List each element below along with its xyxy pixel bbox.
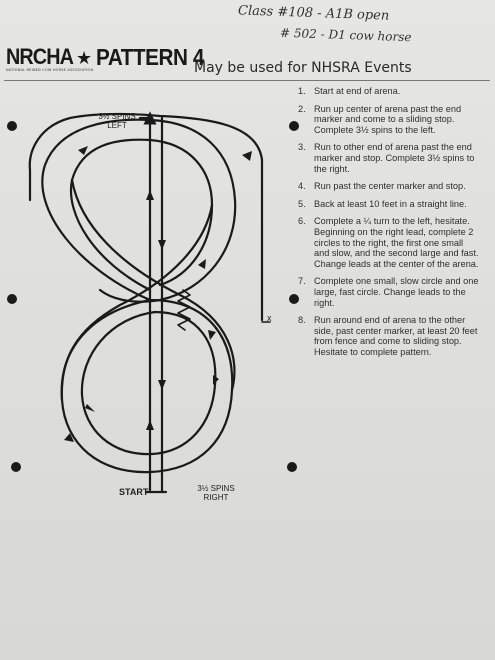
pattern-subtitle: May be used for NHSRA Events	[194, 60, 412, 76]
lower-small-circle	[80, 310, 217, 456]
step-number: 7.	[298, 276, 306, 287]
arrow-icon	[158, 380, 166, 390]
arrow-icon	[198, 259, 206, 269]
step-text: Complete a ¼ turn to the left, hesitate.…	[314, 216, 479, 269]
header-divider	[4, 80, 490, 81]
direction-arrows	[64, 146, 252, 442]
step-number: 4.	[298, 181, 306, 192]
crossover-path-b	[60, 203, 214, 402]
logo-text: NRCHA	[6, 44, 74, 69]
pattern-title: PATTERN 4	[96, 44, 204, 70]
crossover-path-a	[70, 178, 236, 392]
step-number: 6.	[298, 216, 306, 227]
star-icon: ★	[76, 48, 93, 69]
lower-large-circle	[60, 298, 234, 474]
spins-left-line2: LEFT	[107, 121, 127, 130]
step-text: Start at end of arena.	[314, 86, 401, 96]
arrow-icon	[208, 330, 216, 340]
start-label: START	[119, 487, 149, 497]
binder-hole-icon	[289, 121, 299, 131]
list-item: 2. Run up center of arena past the end ma…	[298, 104, 480, 136]
spins-right-line1: 3½ SPINS	[197, 484, 235, 493]
arrow-icon	[158, 240, 166, 250]
backup-zigzag	[177, 289, 191, 331]
arrow-icon	[146, 190, 154, 200]
step-text: Run around end of arena to the other sid…	[314, 315, 478, 357]
arrow-icon	[146, 420, 154, 430]
list-item: 1. Start at end of arena.	[298, 86, 480, 97]
step-text: Run up center of arena past the end mark…	[314, 103, 462, 135]
logo-subtext: NATIONAL REINED COW HORSE ASSOCIATION	[6, 68, 94, 72]
step-number: 3.	[298, 142, 306, 153]
step-text: Run to other end of arena past the end m…	[314, 142, 475, 174]
upper-large-circle	[41, 118, 237, 303]
list-item: 8. Run around end of arena to the other s…	[298, 315, 480, 357]
spins-right-label: 3½ SPINS RIGHT	[190, 484, 242, 502]
arrow-icon	[242, 151, 252, 161]
nrcha-logo: NRCHA NATIONAL REINED COW HORSE ASSOCIAT…	[6, 44, 94, 78]
spins-left-label: 3½ SPINS LEFT	[92, 112, 142, 130]
arrow-icon	[78, 146, 88, 155]
step-number: 8.	[298, 315, 306, 326]
arrow-icon	[213, 375, 219, 385]
list-item: 5. Back at least 10 feet in a straight li…	[298, 199, 480, 210]
list-item: 3. Run to other end of arena past the end…	[298, 142, 480, 174]
step-number: 5.	[298, 198, 306, 209]
list-item: 7. Complete one small, slow circle and on…	[298, 276, 480, 308]
step-text: Back at least 10 feet in a straight line…	[314, 198, 467, 209]
binder-hole-icon	[7, 294, 17, 304]
list-item: 4. Run past the center marker and stop.	[298, 181, 480, 192]
step-number: 1.	[298, 86, 306, 96]
step-text: Run past the center marker and stop.	[314, 181, 466, 192]
binder-hole-icon	[289, 294, 299, 304]
step-number: 2.	[298, 103, 306, 114]
list-item: 6. Complete a ¼ turn to the left, hesitat…	[298, 216, 480, 269]
arrow-icon	[85, 404, 95, 412]
arrow-icon	[64, 433, 74, 442]
upper-small-circle	[69, 138, 214, 292]
binder-hole-icon	[287, 462, 297, 472]
marker-x-label: x	[267, 313, 272, 323]
binder-hole-icon	[11, 462, 21, 472]
spins-left-line1: 3½ SPINS	[98, 112, 136, 121]
run-around-arena	[28, 112, 264, 322]
step-text: Complete one small, slow circle and one …	[314, 276, 479, 308]
pattern-steps-list: 1. Start at end of arena. 2. Run up center…	[298, 86, 480, 364]
binder-hole-icon	[7, 121, 17, 131]
spins-right-line2: RIGHT	[203, 493, 229, 502]
